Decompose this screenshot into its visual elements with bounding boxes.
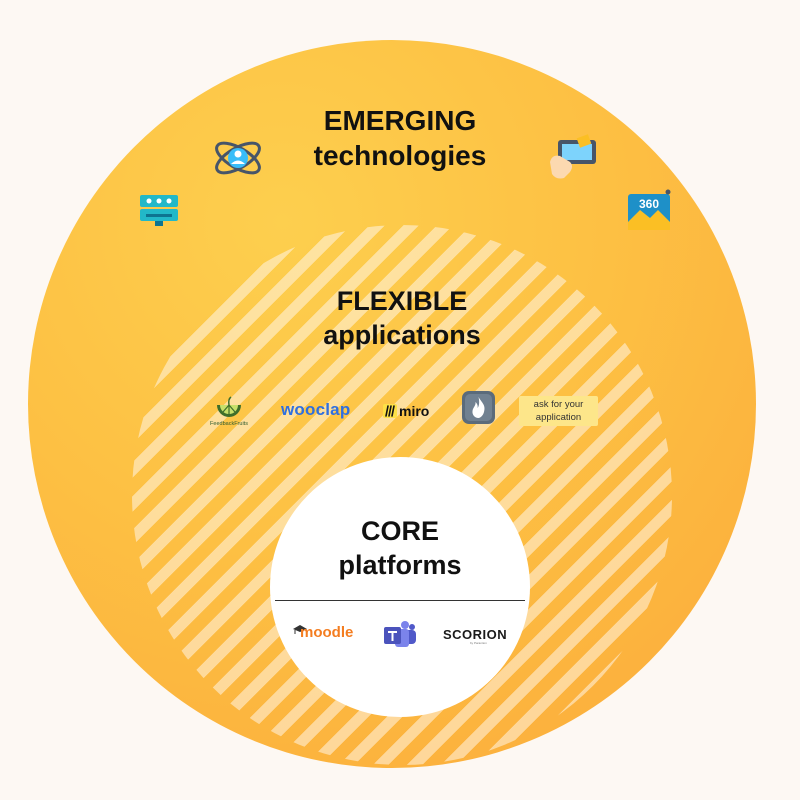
core-heading: CORE platforms: [300, 515, 500, 583]
core-divider: [275, 600, 525, 601]
feedbackfruits-logo-icon: [217, 396, 241, 417]
svg-text:360: 360: [639, 197, 659, 211]
vr-network-icon: [215, 141, 261, 175]
moodle-cap-icon: [293, 625, 307, 634]
flexible-title: FLEXIBLE: [336, 286, 468, 316]
touch-screen-icon: [550, 134, 596, 179]
emerging-title: EMERGING: [323, 105, 477, 136]
wooclap-logo: wooclap: [281, 400, 351, 419]
feedbackfruits-label: FeedbackFruits: [210, 421, 248, 427]
fire-app-icon: [462, 391, 495, 424]
moodle-logo-text: moodle: [300, 624, 354, 641]
panorama-360-icon: 360: [628, 189, 671, 230]
ask-line-2: application: [535, 412, 582, 423]
microsoft-teams-icon: [384, 621, 416, 647]
ask-line-1: ask for your: [533, 399, 584, 410]
scorion-sub-label: by Parantion: [470, 641, 487, 645]
emerging-heading: EMERGING technologies: [250, 103, 550, 173]
miro-logo-icon: [383, 404, 397, 418]
core-platforms-circle: [270, 457, 530, 717]
ask-for-application-box[interactable]: ask for your application: [519, 396, 598, 426]
emerging-subtitle: technologies: [313, 140, 487, 171]
server-device-icon: [140, 195, 178, 226]
flexible-heading: FLEXIBLE applications: [262, 285, 542, 353]
core-title: CORE: [360, 516, 439, 546]
core-subtitle: platforms: [338, 549, 462, 580]
flexible-subtitle: applications: [323, 319, 481, 350]
miro-logo-text: miro: [399, 403, 430, 419]
scorion-logo-text: SCORION: [443, 627, 508, 642]
